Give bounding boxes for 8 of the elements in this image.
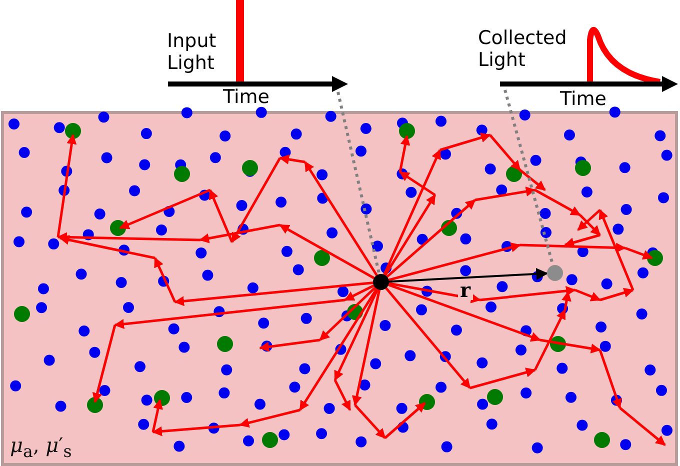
axis-label: Time xyxy=(560,88,606,110)
plot-title: Input Light xyxy=(167,30,218,74)
plot-title: Collected Light xyxy=(478,27,568,71)
detector-point xyxy=(547,265,563,281)
axis-label: Time xyxy=(223,86,270,108)
distance-arrow xyxy=(388,268,548,283)
dotted-leader-line xyxy=(336,92,381,275)
optical-properties-label: μ$_{a}$, μ′$_{s}$ xyxy=(10,433,72,461)
